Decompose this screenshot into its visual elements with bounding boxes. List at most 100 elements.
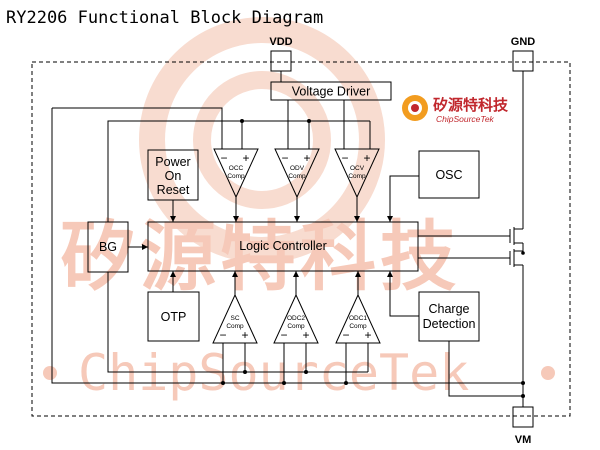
- odc2-comp-shape: [273, 293, 319, 344]
- odc2-label-2: Comp: [287, 323, 305, 330]
- charge-detection-line1: Charge: [429, 302, 470, 316]
- sc-label-2: Comp: [226, 323, 244, 330]
- junction-vm-loop: [521, 381, 525, 385]
- arrow-occ-logic: [233, 216, 239, 222]
- pin-gnd: GND: [511, 36, 536, 72]
- logic-controller-label: Logic Controller: [239, 239, 327, 253]
- voltage-driver-box: [270, 81, 392, 101]
- odc1-comp-shape: [335, 293, 381, 344]
- odc1-label-2: Comp: [349, 323, 367, 330]
- arrow-sc-logic: [232, 271, 238, 277]
- sc-label-1: SC: [230, 315, 239, 322]
- pin-vm-box: [512, 406, 534, 428]
- por-label-line3: Reset: [157, 183, 190, 197]
- odv-comp-shape: [274, 148, 320, 199]
- mosfet-pair: [509, 218, 525, 276]
- pin-vm-label: VM: [515, 434, 532, 446]
- pin-vdd-box: [270, 50, 292, 72]
- mosfet-midpoint: [521, 251, 525, 255]
- pin-vdd-label: VDD: [269, 36, 292, 48]
- voltage-driver-block: Voltage Driver: [270, 81, 392, 101]
- watermark-ring-inner: [193, 71, 331, 209]
- ocv-plus: +: [363, 151, 370, 165]
- osc-box: [418, 150, 480, 199]
- arrow-odv-logic: [294, 216, 300, 222]
- odc1-minus: −: [342, 328, 349, 342]
- logo-cn-text: 矽源特科技: [433, 96, 509, 114]
- occ-label-1: OCC: [229, 165, 244, 172]
- por-label-line1: Power: [155, 155, 190, 169]
- logo-mark-core: [411, 104, 419, 112]
- occ-label-2: Comp: [227, 173, 245, 180]
- power-on-reset-block: Power On Reset: [147, 149, 199, 201]
- odc2-plus: +: [302, 328, 309, 342]
- odv-label-1: ODV: [290, 165, 305, 172]
- sc-comp-shape: [212, 293, 258, 344]
- ocv-comparator: − + OCV Comp: [334, 148, 380, 199]
- pin-gnd-label: GND: [511, 36, 536, 48]
- ocv-label-2: Comp: [348, 173, 366, 180]
- mosfet-upper-terminals: [514, 218, 524, 253]
- ocv-comp-shape: [334, 148, 380, 199]
- odc2-label-1: ODC2: [287, 315, 305, 322]
- junction-odc2-minus: [282, 381, 286, 385]
- wire-left-loop-top: [52, 107, 223, 149]
- junctions: [221, 119, 525, 398]
- sc-plus: +: [241, 328, 248, 342]
- wire-left-loop: [51, 108, 523, 384]
- arrow-ocv-logic: [354, 216, 360, 222]
- charge-detection-block: Charge Detection: [418, 291, 480, 342]
- arrow-odc1-logic: [355, 271, 361, 277]
- odc1-plus: +: [364, 328, 371, 342]
- junction-odc1-minus: [344, 381, 348, 385]
- pin-gnd-box: [512, 50, 534, 72]
- junction-sc-minus: [221, 381, 225, 385]
- arrow-otp-logic: [170, 271, 176, 277]
- watermark-ring: [139, 17, 385, 263]
- occ-minus: −: [220, 151, 227, 165]
- ocv-minus: −: [341, 151, 348, 165]
- odc1-comparator: ODC1 Comp − +: [335, 293, 381, 344]
- logo-en-text: ChipSourceTek: [436, 114, 495, 124]
- otp-label: OTP: [161, 310, 187, 324]
- occ-comp-shape: [213, 148, 259, 199]
- odv-comparator: − + ODV Comp: [274, 148, 320, 199]
- odv-minus: −: [281, 151, 288, 165]
- arrow-osc-logic: [387, 216, 393, 222]
- arrow-bg-logic: [142, 244, 148, 250]
- arrowheads: [142, 216, 393, 277]
- company-logo: 矽源特科技 ChipSourceTek: [402, 95, 509, 124]
- voltage-driver-label: Voltage Driver: [292, 85, 371, 99]
- sc-minus: −: [219, 328, 226, 342]
- odc2-minus: −: [280, 328, 287, 342]
- junction-bus-occ: [240, 119, 244, 123]
- wire-osc-logic: [389, 175, 419, 222]
- watermark-dot-left: [43, 366, 57, 380]
- wire-bg-lower-bus: [107, 272, 368, 373]
- odv-plus: +: [303, 151, 310, 165]
- wire-chg-logic: [389, 271, 419, 317]
- ocv-label-1: OCV: [350, 165, 365, 172]
- pin-vm: VM: [512, 406, 534, 446]
- occ-comparator: − + OCC Comp: [213, 148, 259, 199]
- diagram-title: RY2206 Functional Block Diagram: [6, 8, 323, 28]
- watermark-cn: 矽源特科技: [60, 212, 460, 301]
- osc-label: OSC: [435, 168, 462, 182]
- junction-bus-odv: [307, 119, 311, 123]
- arrow-chg-logic: [387, 271, 393, 277]
- wire-bg-bus: [107, 120, 370, 222]
- charge-detection-line2: Detection: [423, 317, 476, 331]
- watermark-dot-right: [541, 366, 555, 380]
- mosfet-lower-terminals: [514, 250, 524, 276]
- odc2-comparator: ODC2 Comp − +: [273, 293, 319, 344]
- wire-chg-vm: [448, 341, 523, 397]
- odv-label-2: Comp: [288, 173, 306, 180]
- junction-vm-chg: [521, 394, 525, 398]
- odc1-label-1: ODC1: [349, 315, 367, 322]
- arrow-por-logic: [170, 216, 176, 222]
- pin-vdd: VDD: [269, 36, 293, 72]
- junction-odc2-plus: [304, 370, 308, 374]
- junction-sc-plus: [243, 370, 247, 374]
- sc-comparator: SC Comp − +: [212, 293, 258, 344]
